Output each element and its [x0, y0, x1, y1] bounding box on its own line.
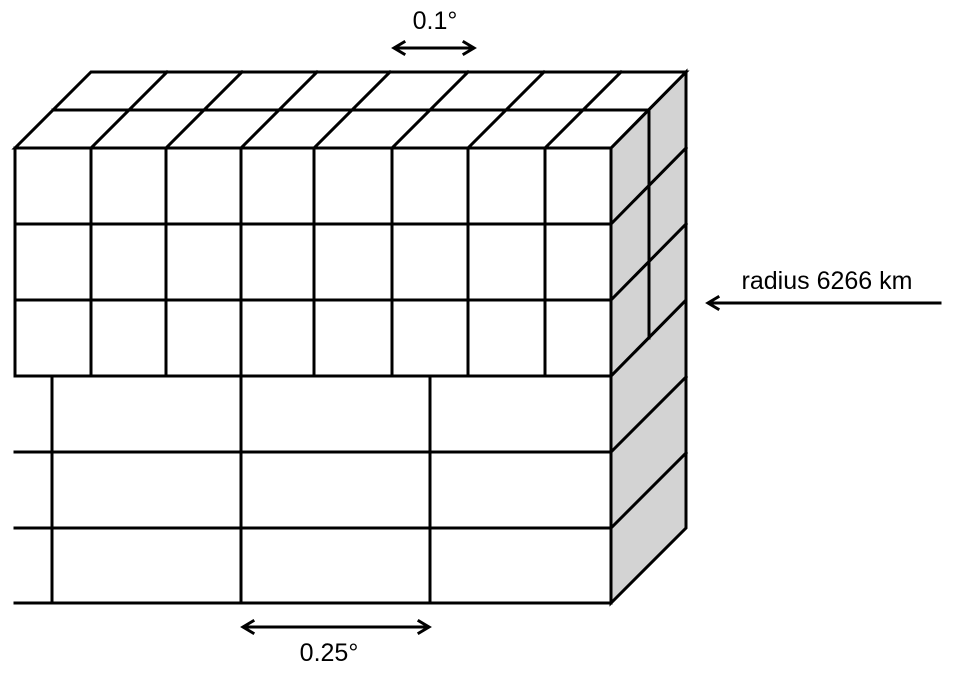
radius-label: radius 6266 km [742, 267, 913, 295]
coarse-block-side-lines [608, 374, 689, 531]
fine-block-side-lines [608, 108, 689, 340]
coarse-spacing-label: 0.25° [300, 639, 359, 667]
coarse-spacing-arrow [240, 618, 432, 636]
fine-spacing-arrow [391, 39, 477, 57]
coarse-block-front-grid [13, 374, 613, 605]
radius-arrow [705, 294, 942, 312]
fine-block-top-lines [51, 69, 651, 151]
fine-spacing-label: 0.1° [413, 7, 458, 35]
fine-block-front-grid [13, 146, 613, 378]
